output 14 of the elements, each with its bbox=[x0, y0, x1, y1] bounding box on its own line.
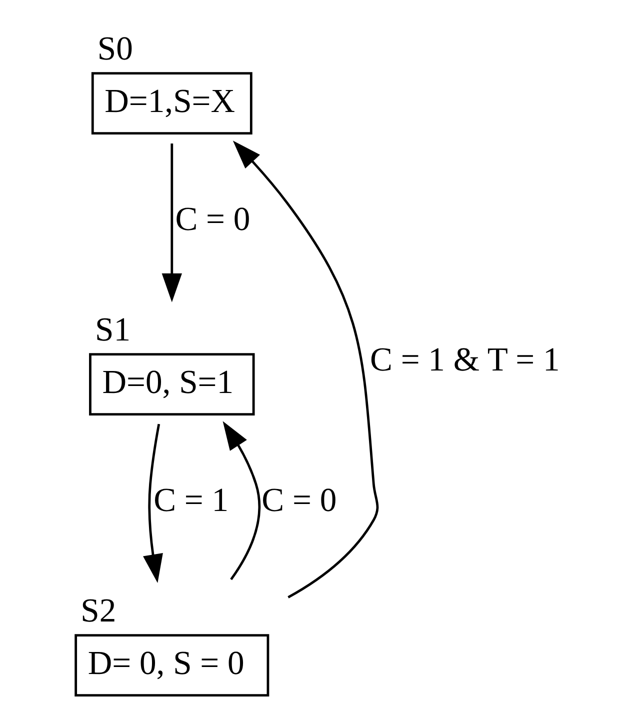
node-box: D=0, S=1 bbox=[88, 353, 254, 416]
arrow bbox=[222, 421, 260, 580]
node-label: S1 bbox=[94, 311, 130, 348]
edge-label: C = 1 & T = 1 bbox=[370, 341, 560, 378]
edge-label: C = 0 bbox=[174, 200, 250, 238]
arrow bbox=[161, 144, 182, 302]
arrow bbox=[142, 424, 162, 584]
edge-label: C = 0 bbox=[261, 482, 336, 519]
node-box: D=1,S=X bbox=[90, 72, 252, 135]
node-box: D= 0, S = 0 bbox=[74, 634, 269, 697]
node-label: S2 bbox=[80, 592, 116, 630]
node-label: S0 bbox=[96, 30, 132, 68]
arrow bbox=[232, 140, 378, 598]
edge-label: C = 1 bbox=[153, 482, 228, 519]
